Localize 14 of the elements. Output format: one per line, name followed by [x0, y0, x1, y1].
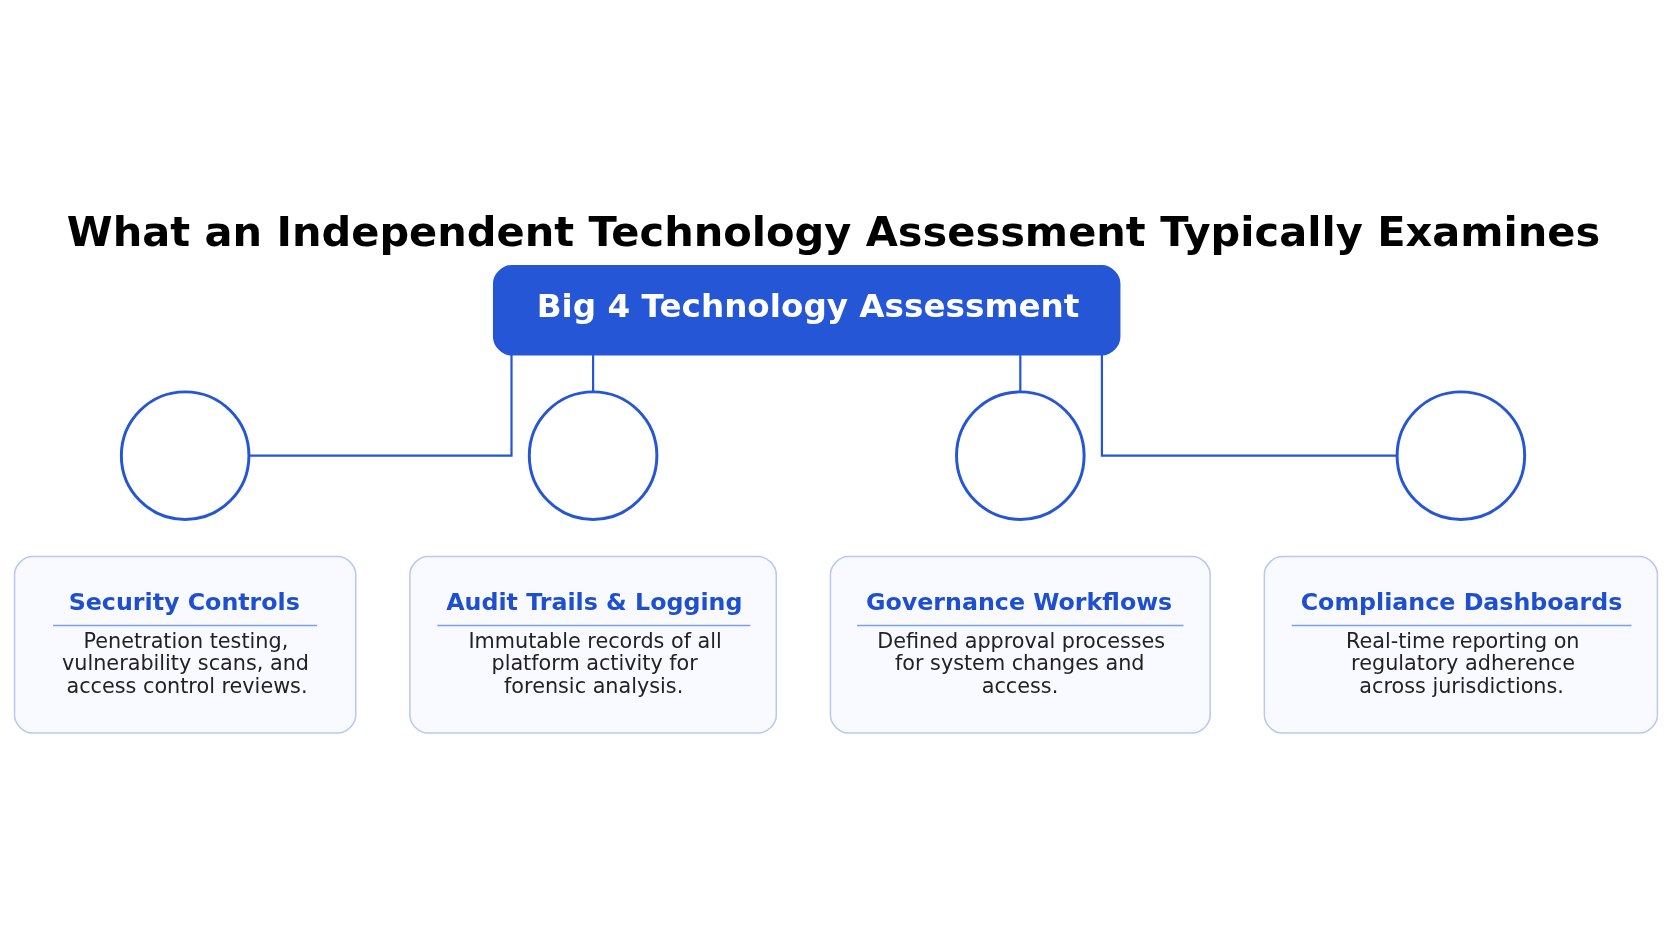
connector: [1100, 355, 1397, 457]
node-box: Governance Workflows Defined approval processes for system changes and access.: [829, 555, 1211, 734]
node-circle: [1395, 390, 1527, 521]
connector: [591, 355, 595, 392]
node-box: Compliance Dashboards Real-time reporting on regulatory adherence across jurisdictions.: [1263, 555, 1659, 734]
connector: [1019, 355, 1022, 392]
node-circle: [527, 390, 659, 521]
diagram-title: What an Independent Technology Assessment Typically Examines: [66, 206, 1601, 256]
node-box: Audit Trails & Logging Immutable records of all platform activity for forensic analysis.: [409, 555, 778, 734]
node-box: Security Controls Penetration testing, vulnerability scans, and access control reviews.: [13, 555, 357, 734]
connector: [249, 355, 513, 457]
node-circle: [955, 390, 1086, 521]
node-box: Big 4 Technology Assessment: [492, 265, 1121, 356]
node-circle: [119, 390, 251, 521]
